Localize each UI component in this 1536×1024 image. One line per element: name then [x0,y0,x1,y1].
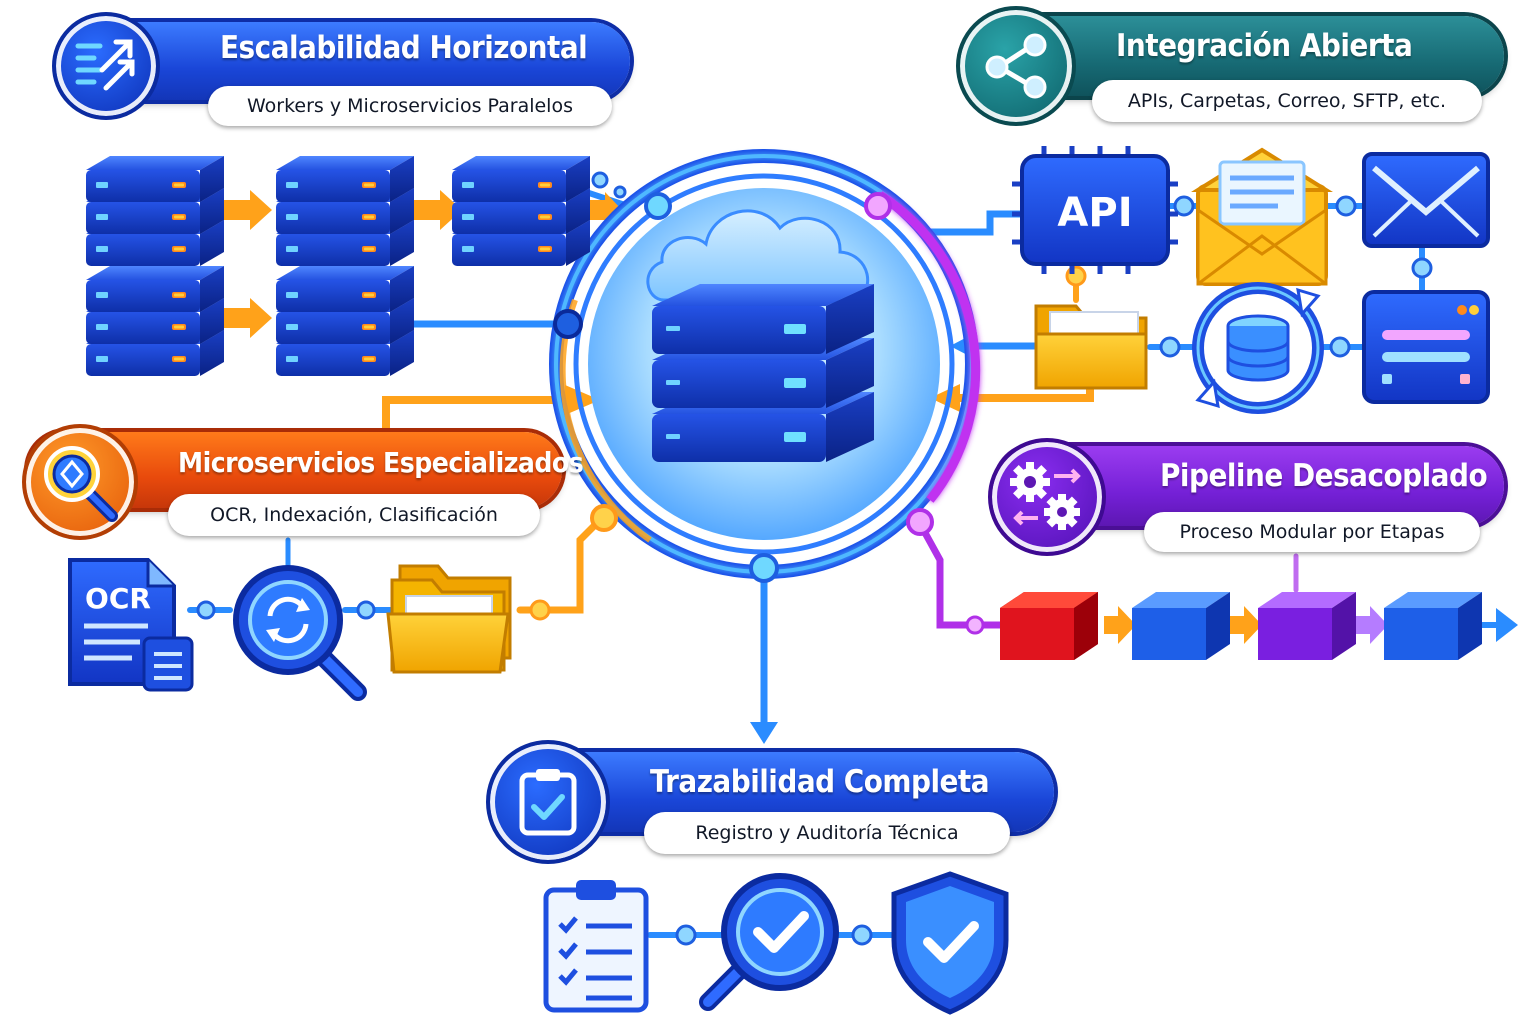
cloud-icon [646,209,870,304]
connector-dots [196,171,1433,946]
server-stack-4 [276,266,414,376]
escalabilidad-panel: Escalabilidad Horizontal Workers y Micro… [52,12,630,126]
microservicios-title: Microservicios Especializados [178,446,584,479]
share-nodes-icon [985,33,1047,99]
pipeline-stage-4 [1384,592,1482,660]
trazabilidad-title: Trazabilidad Completa [650,764,990,800]
pipeline-stage-2 [1132,592,1230,660]
api-chip-icon: API [1012,146,1178,274]
ocr-document-icon: OCR [68,558,194,692]
integracion-panel: Integración Abierta APIs, Carpetas, Corr… [956,6,1504,126]
integracion-subtitle: APIs, Carpetas, Correo, SFTP, etc. [1092,80,1482,122]
search-sync-icon [233,565,367,701]
microservicios-panel: Microservicios Especializados OCR, Index… [22,424,584,540]
server-stack-1 [86,156,224,266]
escalabilidad-title: Escalabilidad Horizontal [220,30,588,66]
server-stack-5 [452,156,590,266]
database-sync-icon [1192,282,1324,414]
escalabilidad-badge [52,12,160,120]
pipeline-stage-3 [1258,592,1356,660]
pipeline-subtitle: Proceso Modular por Etapas [1144,512,1480,552]
server-stacks [86,156,590,376]
pipeline-stage-1 [1000,592,1098,660]
envelope-icon [1362,152,1490,248]
folder-icon [1034,304,1148,390]
server-stack-2 [86,266,224,376]
pipeline-panel: Pipeline Desacoplado Proceso Modular por… [988,438,1504,556]
central-hub [549,149,981,583]
envelope-open-icon [1191,147,1333,286]
checklist-icon [543,880,649,1013]
server-panel-icon [1362,290,1490,404]
trazabilidad-subtitle: Registro y Auditoría Técnica [644,812,1010,854]
server-stack-3 [276,156,414,266]
gears-icon [1010,462,1081,530]
trazabilidad-panel: Trazabilidad Completa Registro y Auditor… [486,740,1054,864]
microservicios-subtitle: OCR, Indexación, Clasificación [168,494,540,536]
folders-icon [386,564,512,674]
trazabilidad-badge [486,740,610,864]
scale-arrows-icon [75,39,135,91]
integracion-badge [956,6,1076,126]
clipboard-check-icon [519,769,577,836]
api-label: API [1057,190,1132,236]
pipeline-title: Pipeline Desacoplado [1160,458,1488,494]
microservicios-badge [22,424,138,540]
magnifier-icon [44,446,118,522]
pipeline-badge [988,438,1106,556]
connector-api [924,210,1026,236]
hub-server-icon [652,284,874,462]
ocr-label: OCR [85,582,151,615]
shield-check-icon [891,871,1009,1015]
integracion-title: Integración Abierta [1116,28,1413,64]
escalabilidad-subtitle: Workers y Microservicios Paralelos [208,86,612,126]
search-check-icon [699,873,839,1011]
pipeline-stages [1000,592,1518,660]
